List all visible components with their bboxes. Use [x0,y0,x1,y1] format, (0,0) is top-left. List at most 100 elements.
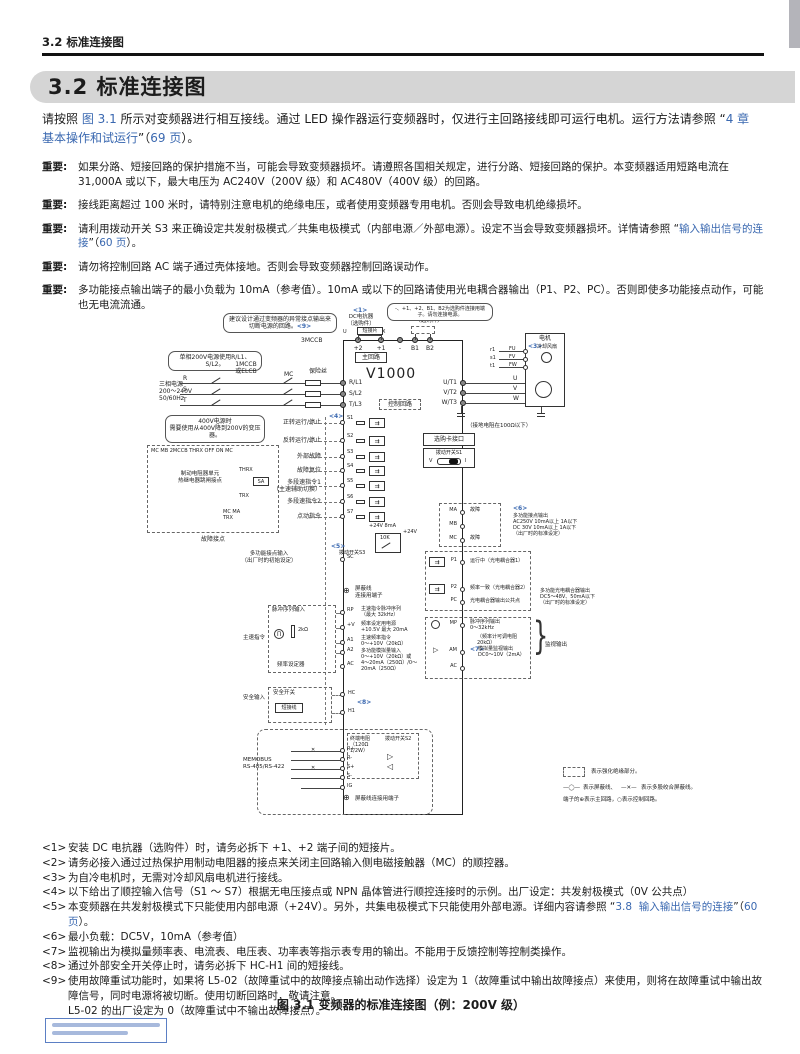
terminal-code: MC [449,535,457,541]
dc-reactor-label: DC电抗器 （选购件） [347,314,375,327]
terminal-code: AC [347,661,354,667]
terminal-code: P2 [450,584,457,590]
callout-power-cutoff: 建议设计通过变频器的异常接点输出来切断电源的回路。<9> [223,313,337,334]
footnote-tag-4: <4> [329,413,344,420]
sa-surge-absorber: SA [253,477,269,486]
wire [332,713,342,714]
terminal-mp [460,623,465,628]
footnote-tag-1: <1> [353,307,368,314]
wire [336,643,342,644]
terminal-label: U/T1 [443,379,457,386]
footnote-tag-6: <6> [513,505,528,512]
footnotes: <1>安装 DC 电抗器（选购件）时，请务必拆下 +1、+2 端子间的短接片。 … [42,841,764,1019]
relay-output-note: 多功能接点输出 AC250V 10mA以上 1A以下 DC 30V 10mA以上… [513,513,578,537]
switch-s1-knob [449,459,458,464]
footnote-row: <6>最小负载：DC5V，10mA（参考值） [42,930,764,945]
legend-dashed-sample [563,767,585,777]
chapter-link[interactable]: 4 章 基本操作和试运行 [42,112,750,145]
note-text: 接线距离超过 100 米时，请特别注意电机的绝缘电压，或者使用变频器专用电机。否… [78,199,588,211]
opto-isolator: ⇉ [369,466,385,476]
terminal-sc [340,557,345,562]
wire [466,393,525,394]
input-resistor [356,515,365,519]
fault-label: 故障 [470,535,481,541]
switch-s3 [375,533,401,553]
thrx-label: THRX [239,467,253,473]
wire [336,628,342,629]
terminal-s3 [340,454,345,459]
terminal-p2 [460,587,465,592]
figure-caption: 图 3.1 变频器的标准连接图（例：200V 级） [276,998,526,1012]
phase-t: T [183,397,187,404]
note-row: 重要:请利用拨动开关 S3 来正确设定共发射极模式／共集电极模式（内部电源／外部… [42,222,764,251]
wire [336,653,342,654]
input-label-s3: 外部故障 [296,453,321,460]
wire [336,613,342,614]
terminal-code: P1 [450,557,457,563]
figure-link[interactable]: 图 3.1 [81,112,117,126]
opto-isolator: ⇉ [369,512,385,522]
opto-isolator: ⇉ [369,436,385,446]
header-rule [42,53,764,56]
page-link[interactable]: 60 页 [99,237,127,249]
wire [499,351,525,352]
switch-s3-res: 10K [380,535,390,541]
wire [430,334,431,340]
footnote-text: 使用故障重试功能时，如果将 L5-02（故障重试中的故障接点输出动作选择）设定为… [68,975,763,1017]
terminal-code: AC [450,663,457,669]
terminal-code: A1 [347,637,354,643]
terminal-splus [340,766,345,771]
page-link[interactable]: 69 页 [150,131,182,145]
opto-isolator: ⇉ [369,497,385,507]
memobus-box [257,729,433,815]
wire [180,383,343,384]
wire [309,502,342,503]
line-receiver-symbol: ◁ [387,762,394,771]
footnote-tag-9: <9> [296,323,312,331]
crossref-link[interactable]: 3.8 输入输出信号的连接 [615,901,734,914]
motor-title: 电机 [538,335,551,342]
page-title: 3.2 标准连接图 [30,71,795,103]
pulse-input-title: 脉冲序列输入 [272,607,306,613]
fan-wire-label: t1 [490,363,496,369]
terminal-rp [340,610,345,615]
footnote-tag: <8> [42,960,67,973]
note-label: 重要: [42,222,68,235]
mp-function: 脉冲序列输出 0～32kHz [470,619,501,631]
wire [358,335,359,340]
ground-resistance-note: （接地电阻在100Ω以下） [467,423,532,429]
cooling-fan-label: 冷却风扇 [537,344,558,350]
footer-stamp [45,1018,167,1043]
terminal-code: R- [347,755,353,761]
safety-switch-box [268,687,332,723]
page-link[interactable]: 60 页 [68,901,761,928]
footnote-row: <9>使用故障重试功能时，如果将 L5-02（故障重试中的故障接点输出动作选择）… [42,974,764,1018]
input-resistor [356,484,365,488]
crossref-link[interactable]: 输入输出信号的连接 [78,222,764,250]
footnote-tag-8: <8> [357,699,372,706]
photocoupler-output-box [425,551,531,611]
multifunction-input-title: 多功能接点输入 （出厂时的初始设定） [241,551,297,564]
terminal-s2 [340,438,345,443]
terminal-sminus [340,775,345,780]
brake-resistor-symbol [411,326,435,334]
pot-symbol [291,625,295,638]
note-label: 重要: [42,260,68,273]
mc-ma-trx-label: MC MA TRX [223,509,241,521]
legend-shield: 表示屏蔽线、 [583,785,617,791]
fan-symbol [541,352,552,363]
terminal-label: V/T2 [443,389,457,396]
terminal-wt3 [460,400,466,406]
motor-w: W [513,395,519,402]
jumper-label: 短接片 [357,327,383,335]
footnote-tag-3: <3> [528,343,543,350]
wire [309,423,342,424]
wire [301,788,342,789]
terminal-s4 [340,468,345,473]
opto-isolator: ⇉ [369,481,385,491]
chapter-edge-tab [789,0,800,48]
option-card-port: 选购卡接口 [423,433,475,447]
p24-label: +24V 8mA [369,523,397,529]
fan-terminal [523,357,528,362]
jumper-bar [358,335,381,336]
